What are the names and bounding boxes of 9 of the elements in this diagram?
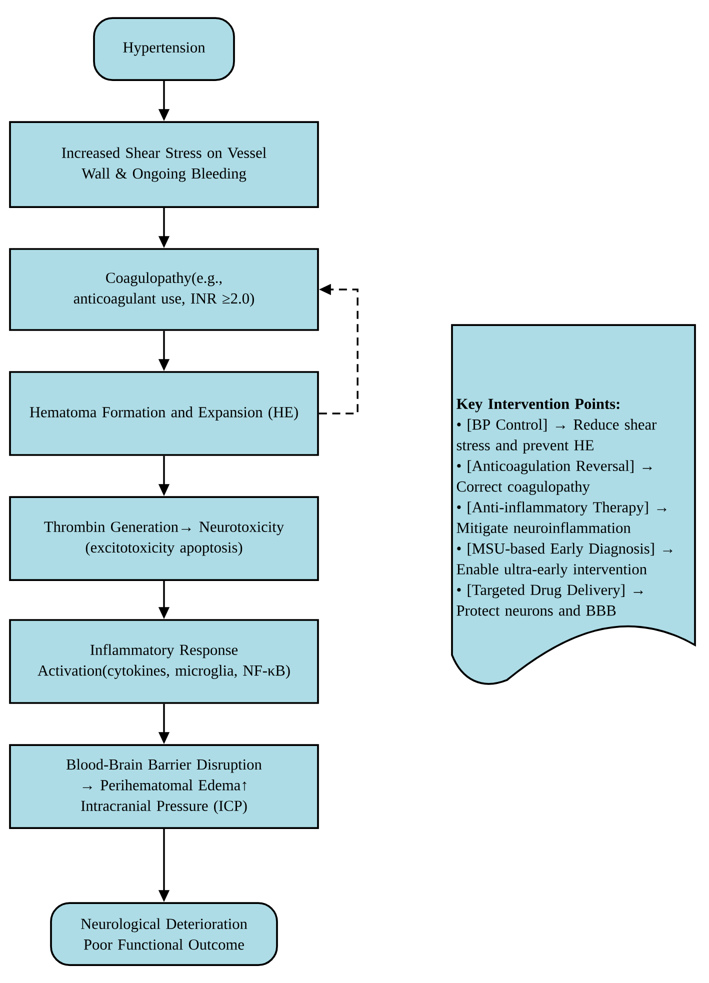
process-box: Blood-Brain Barrier Disruption → Perihematomal Edema↑ Intracranial Pressure (ICP) bbox=[9, 744, 319, 829]
terminal-box: Neurological Deterioration Poor Functional Outcome bbox=[50, 902, 278, 966]
note-document: Key Intervention Points: • [BP Control] → Reduce shear stress and prevent HE • [Anticoagulation Reversal] → Correct coagulopathy • [Anti-inflammatory Therapy] → Mitigate neuroinflammation • [MSU-based Early Diagnosis] → Enable ultra-early intervention • [Targeted Drug Delivery] → Protect neurons and BBB bbox=[451, 324, 696, 685]
process-box: Thrombin Generation→ Neurotoxicity (excitotoxicity apoptosis) bbox=[9, 496, 319, 581]
process-box: Inflammatory Response Activation(cytokines, microglia, NF-κB) bbox=[9, 619, 319, 704]
process-box: Increased Shear Stress on Vessel Wall & Ongoing Bleeding bbox=[9, 121, 319, 208]
terminal-box: Hypertension bbox=[93, 17, 235, 81]
process-box: Coagulopathy(e.g., anticoagulant use, INR ≥2.0) bbox=[9, 248, 319, 331]
process-box: Hematoma Formation and Expansion (HE) bbox=[9, 371, 319, 456]
